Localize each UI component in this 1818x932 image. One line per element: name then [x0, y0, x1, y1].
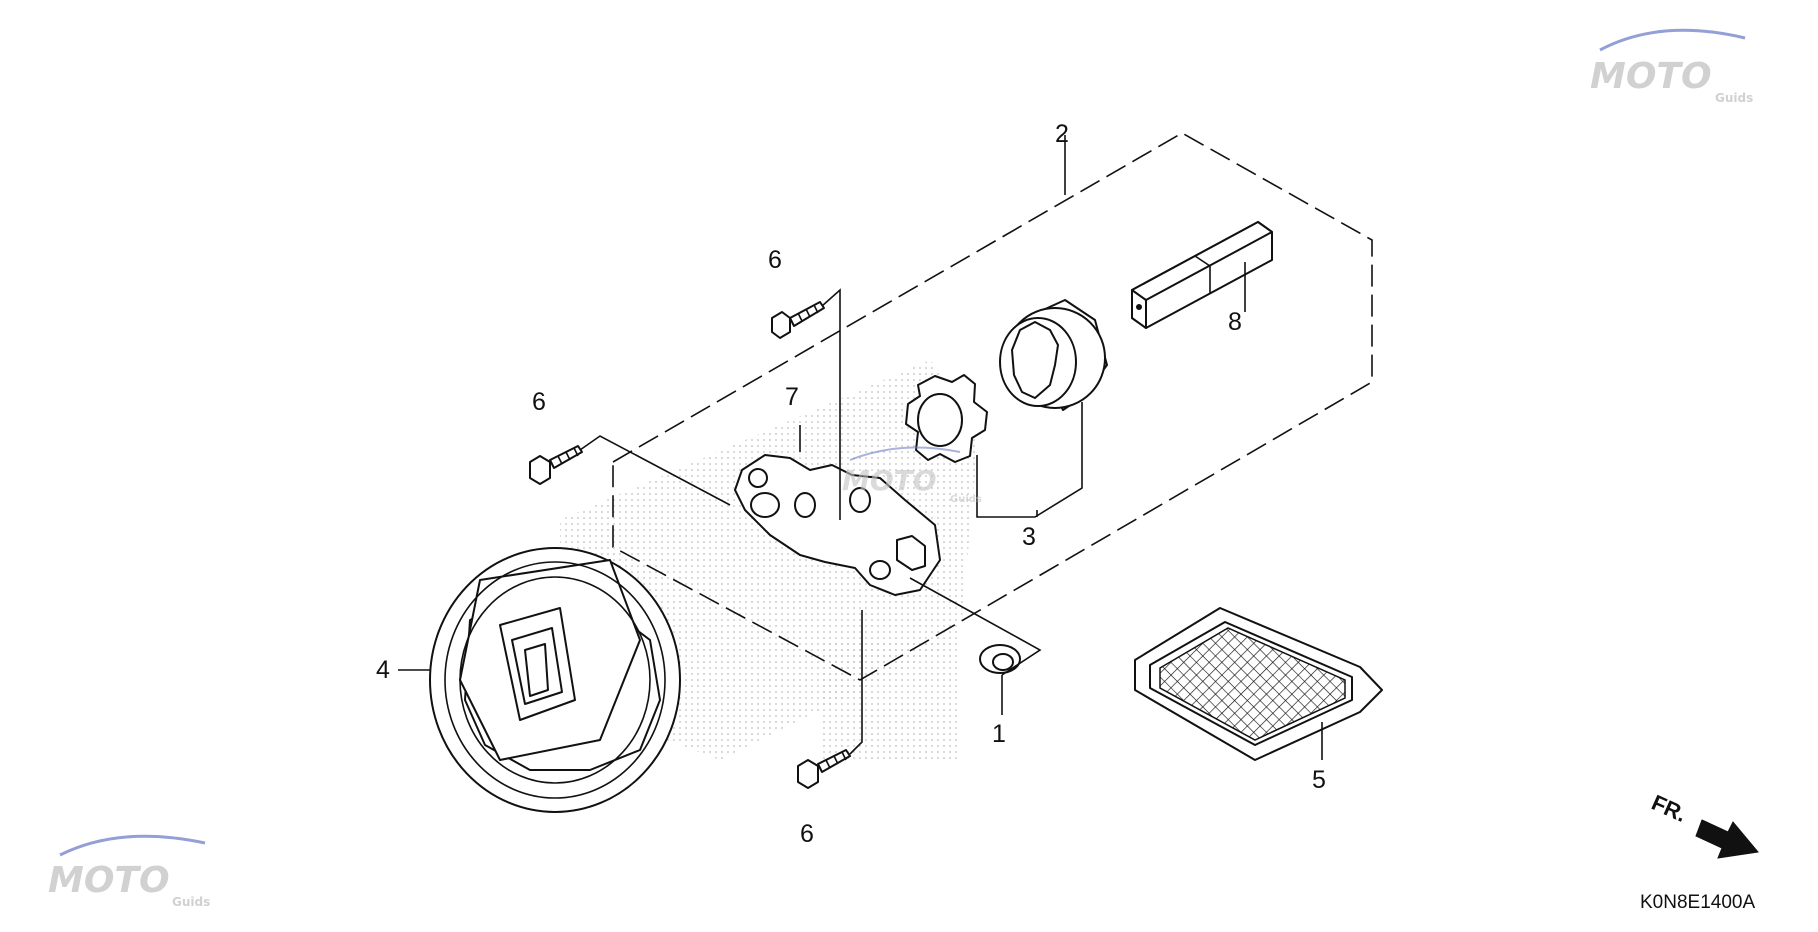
- callout-part-3: 3: [1022, 523, 1036, 551]
- callout-part-2: 2: [1055, 120, 1069, 148]
- watermark-brand-top: MOTO: [1590, 56, 1712, 97]
- diagram-code: K0N8E1400A: [1640, 892, 1755, 913]
- callout-part-1: 1: [992, 720, 1006, 748]
- callout-part-6-bottom: 6: [800, 820, 814, 848]
- watermark-sub-center: Guids: [950, 494, 982, 505]
- assembly-outline-part-2: [612, 132, 1373, 681]
- front-label: FR.: [1648, 790, 1691, 827]
- bolt-part-6-top: [771, 301, 825, 339]
- watermark-sub-top: Guids: [1715, 91, 1753, 105]
- gear-icon: [429, 547, 681, 813]
- callout-part-7: 7: [785, 383, 799, 411]
- callout-part-6-top: 6: [768, 246, 782, 274]
- front-indicator: FR.: [1648, 790, 1759, 859]
- callout-part-8: 8: [1228, 308, 1242, 336]
- watermark-logo-center: MOTO Guids: [842, 446, 982, 505]
- outer-rotor-part-3: [999, 299, 1108, 411]
- bolt-part-6-bottom: [797, 749, 851, 789]
- bolt-part-6-left: [529, 445, 583, 485]
- callout-part-6-left: 6: [532, 388, 546, 416]
- watermark-brand-center: MOTO: [842, 464, 937, 497]
- callout-part-4: 4: [376, 656, 390, 684]
- oil-strainer-screen-icon: [1134, 607, 1383, 761]
- front-arrow-icon: [1695, 819, 1759, 859]
- pump-cover-part-7: [734, 425, 941, 596]
- inner-rotor-part-3: [905, 374, 988, 463]
- washer-part-1: [979, 644, 1021, 674]
- watermark-logo-top-right: MOTO Guids: [1590, 28, 1753, 105]
- pump-shaft-part-8: [1131, 221, 1273, 329]
- callout-part-5: 5: [1312, 766, 1326, 794]
- watermark-logo-bottom-left: MOTO Guids: [48, 834, 210, 909]
- watermark-sub-bottom: Guids: [172, 895, 210, 909]
- watermark-brand-bottom: MOTO: [48, 860, 170, 901]
